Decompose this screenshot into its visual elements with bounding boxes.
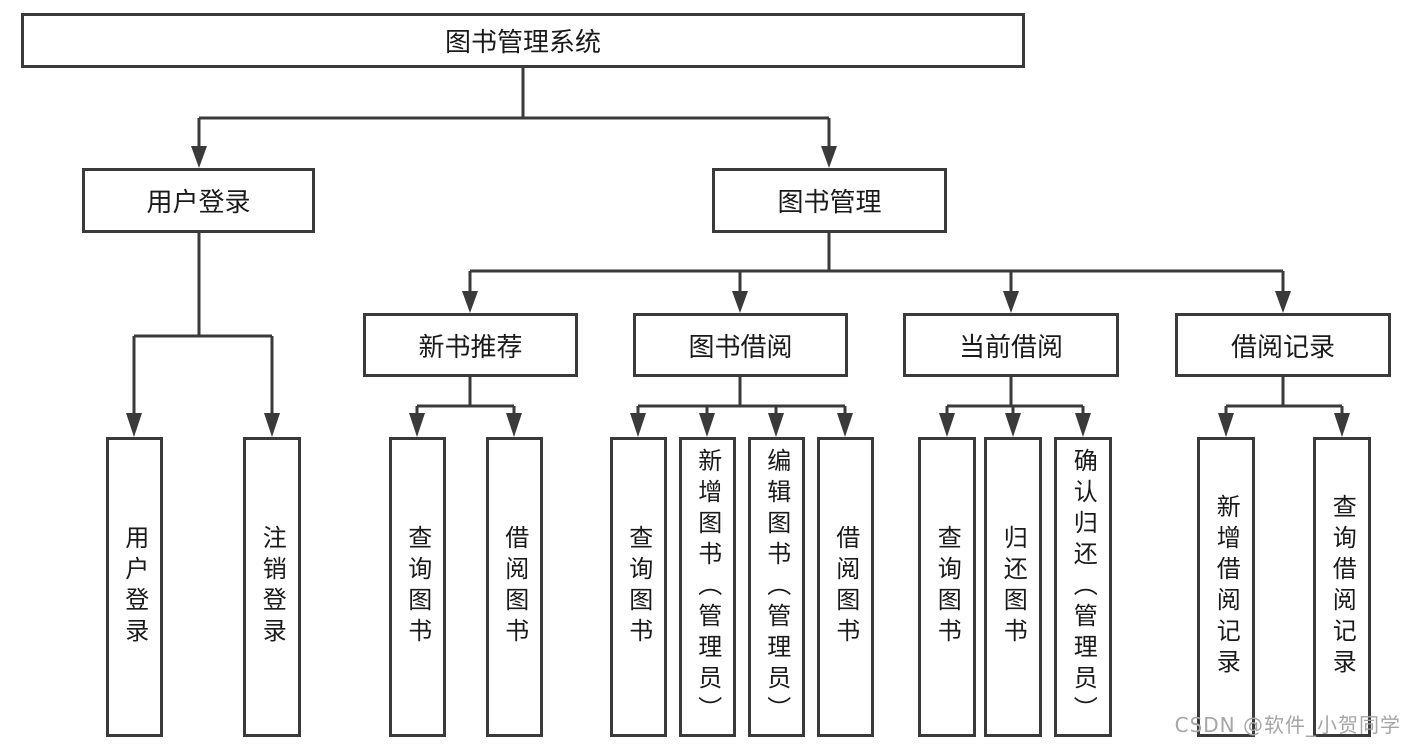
connector-book-management-branch [462,233,1291,313]
connector-borrow-records-branch [1218,377,1350,437]
node-borrow-records: 借阅记录 [1175,313,1391,377]
leaf-current-return-books: 归还图书 [984,437,1042,737]
node-new-book-recommend: 新书推荐 [363,313,578,377]
leaf-user-login: 用户登录 [106,437,163,737]
connector-book-borrow-branch [630,377,853,437]
leaf-records-add-record: 新增借阅记录 [1197,437,1255,737]
leaf-borrow-borrow-books: 借阅图书 [817,437,874,737]
leaf-borrow-query-books: 查询图书 [610,437,667,737]
leaf-current-query-books: 查询图书 [918,437,976,737]
node-current-borrow: 当前借阅 [903,313,1119,377]
connector-user-login-branch [126,233,280,437]
connector-root-to-level2 [191,68,837,168]
leaf-borrow-add-books-admin: 新增图书（管理员） [679,437,736,737]
node-user-login: 用户登录 [82,168,315,233]
node-root: 图书管理系统 [21,13,1025,68]
leaf-recommend-query-books: 查询图书 [389,437,446,737]
watermark: CSDN @软件_小贺同学 [1174,713,1401,737]
node-book-management: 图书管理 [712,168,947,233]
leaf-borrow-edit-books-admin: 编辑图书（管理员） [748,437,805,737]
connector-new-book-recommend-branch [409,377,522,437]
connector-current-borrow-branch [939,377,1091,437]
node-book-borrow: 图书借阅 [633,313,848,377]
leaf-records-query-record: 查询借阅记录 [1313,437,1371,737]
leaf-current-confirm-return-admin: 确认归还（管理员） [1054,437,1112,737]
leaf-recommend-borrow-books: 借阅图书 [486,437,543,737]
leaf-logout: 注销登录 [243,437,301,737]
